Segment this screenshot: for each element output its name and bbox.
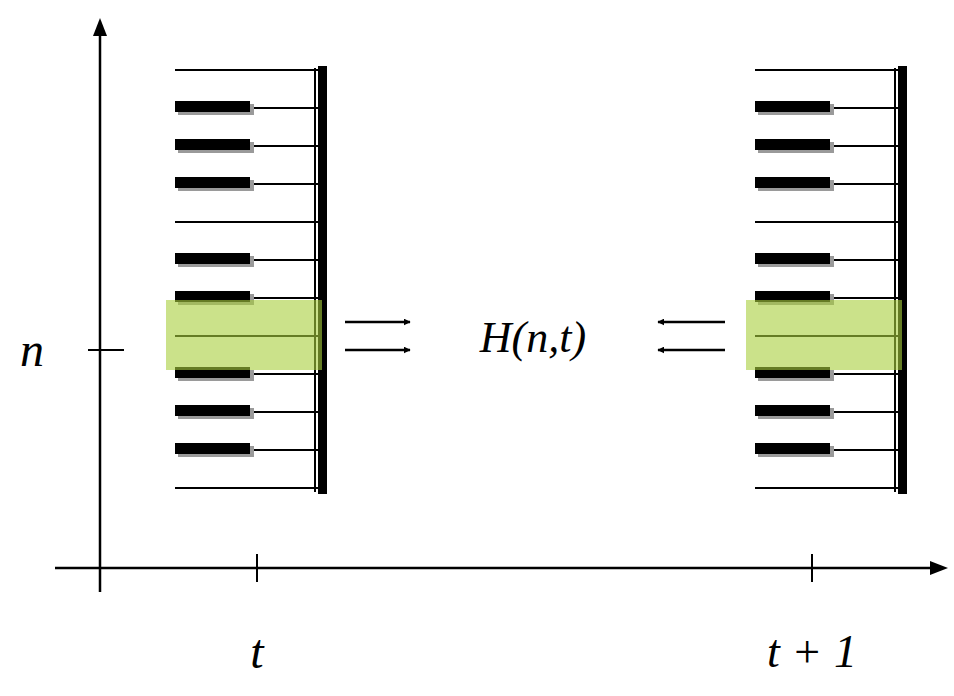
arrow (345, 349, 410, 352)
arrow (658, 349, 725, 352)
axis-tick (811, 554, 813, 582)
y-axis (99, 34, 102, 592)
axis-arrowhead (930, 561, 948, 575)
axis-arrowhead (93, 18, 107, 36)
axis-tick (256, 554, 258, 582)
axis-tick (88, 349, 124, 351)
axis-label: t (250, 628, 263, 676)
arrow (345, 321, 410, 324)
arrow (658, 321, 725, 324)
piano-keyboard (746, 66, 907, 494)
axis-label: n (20, 326, 44, 374)
piano-keyboard (166, 66, 327, 494)
axis-label: t + 1 (767, 629, 857, 675)
function-label: H(n,t) (480, 316, 586, 360)
x-axis (55, 567, 932, 570)
